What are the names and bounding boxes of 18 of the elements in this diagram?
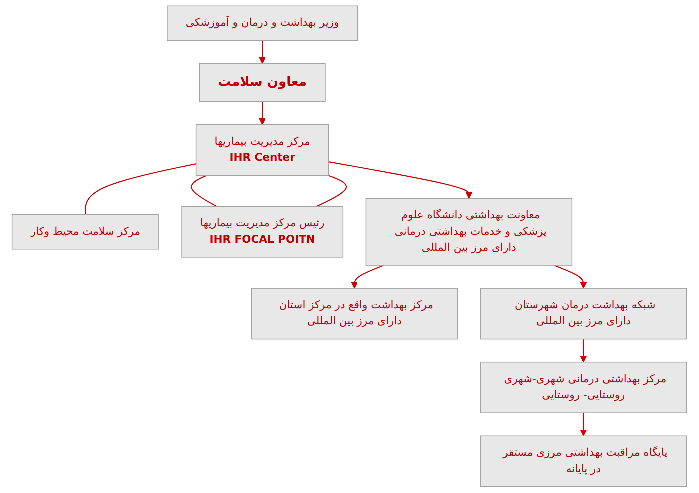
process-box: معاون سلامت [199, 63, 326, 102]
process-box: مرکز بهداشتی درمانی شهری-شهری روستایی- روستایی [480, 362, 688, 414]
connector-line [316, 175, 347, 208]
process-box: شبکه بهداشت درمان شهرستان دارای مرز بین المللی [480, 288, 688, 340]
process-box: پایگاه مراقبت بهداشتی مرزی مستقر در پایانه [480, 436, 688, 488]
arrow [259, 40, 266, 64]
arrow [259, 102, 266, 126]
process-box: معاونت بهداشتی دانشگاه علوم پزشکی و خدمات بهداشتی درمانی دارای مرز بین المللی [366, 198, 573, 266]
arrow [580, 339, 588, 363]
arrow [554, 265, 588, 289]
process-box: وزیر بهداشت و درمان و آموزشکی [167, 6, 358, 42]
process-box: مرکز سلامت محیط وکار [12, 214, 160, 250]
arrow [328, 162, 473, 199]
process-box: مرکز بهداشت واقع در مرکز استان دارای مرز بین المللی [251, 288, 458, 340]
arrow [351, 265, 384, 289]
arrow [580, 413, 588, 436]
connector-line [85, 164, 196, 215]
connector-line [191, 175, 218, 208]
